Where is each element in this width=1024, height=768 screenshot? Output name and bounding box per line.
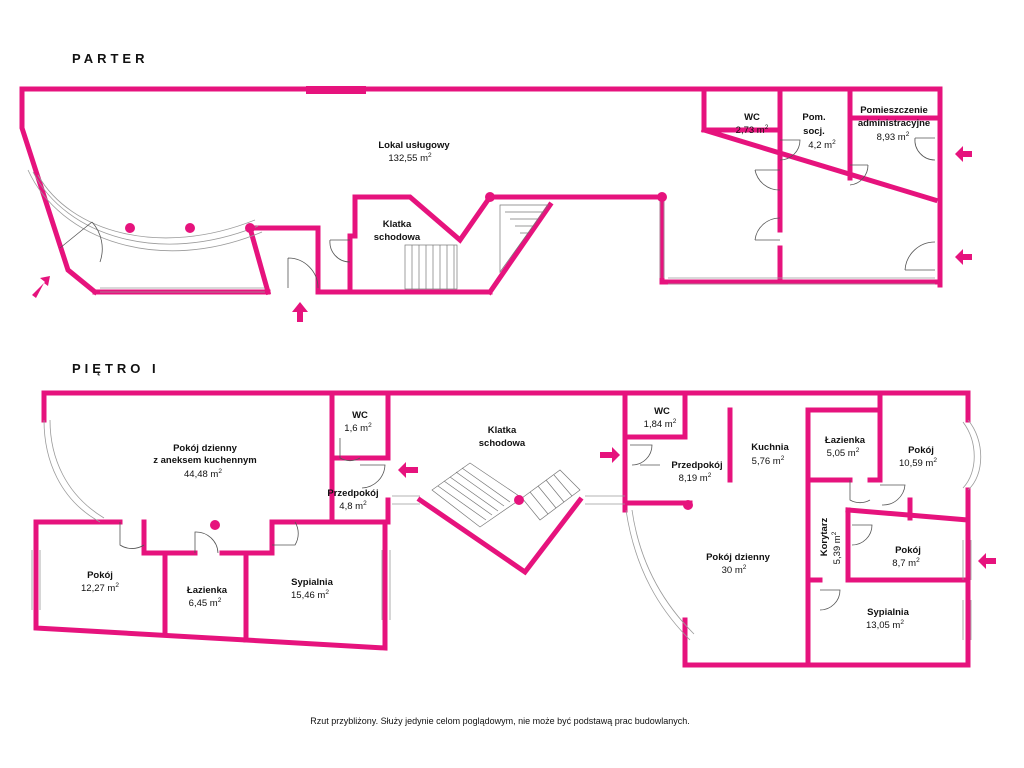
room-name: Sypialnia <box>291 577 333 588</box>
room-name: Łazienka <box>187 585 228 596</box>
room-name: administracyjne <box>858 118 930 129</box>
disclaimer-note: Rzut przybliżony. Służy jedynie celom po… <box>310 716 690 726</box>
room-name: WC <box>654 406 670 417</box>
column-dot <box>485 192 495 202</box>
column-dot <box>245 223 255 233</box>
floor-title-first: PIĘTRO I <box>72 361 160 376</box>
room-name: z aneksem kuchennym <box>153 455 257 466</box>
room-area: 2,73 m2 <box>736 124 769 136</box>
room-area: 10,59 m2 <box>899 457 937 469</box>
ground-floor-walls <box>19 86 943 296</box>
room-name: Lokal usługowy <box>378 140 450 151</box>
first-doors <box>119 438 906 611</box>
room-area: 13,05 m2 <box>866 619 904 631</box>
room-area: 132,55 m2 <box>388 152 432 164</box>
room-name: Korytarz <box>819 517 830 556</box>
ground-windows <box>27 169 935 293</box>
room-area: 4,2 m2 <box>808 139 836 151</box>
room-area: 5,05 m2 <box>827 447 860 459</box>
room-name: schodowa <box>479 438 526 449</box>
room-name: Przedpokój <box>671 460 722 471</box>
room-name: Łazienka <box>825 435 866 446</box>
ground-stairs <box>404 204 549 290</box>
room-name: Przedpokój <box>327 488 378 499</box>
column-dot <box>185 223 195 233</box>
column-dot <box>514 495 524 505</box>
room-name: Klatka <box>383 219 412 230</box>
room-name: Pom. <box>802 112 825 123</box>
room-area: 1,84 m2 <box>644 418 677 430</box>
floor-title-ground: PARTER <box>72 51 148 66</box>
entrance-arrow-icon <box>398 462 418 478</box>
entrance-arrow-icon <box>600 447 620 463</box>
room-area: 8,7 m2 <box>892 557 920 569</box>
entrance-arrow-icon <box>955 146 972 162</box>
column-dot <box>210 520 220 530</box>
entrance-arrow-icon <box>978 553 996 569</box>
room-area: 1,6 m2 <box>344 422 372 434</box>
first-floor-walls <box>33 390 971 668</box>
room-name: Pokój <box>87 570 113 581</box>
ground-doors <box>59 137 936 289</box>
entrance-arrow-icon <box>292 302 308 322</box>
room-name: Klatka <box>488 425 517 436</box>
room-area: 8,19 m2 <box>679 472 712 484</box>
room-name: Pokój <box>895 545 921 556</box>
first-windows <box>31 419 982 641</box>
room-name: Sypialnia <box>867 607 909 618</box>
room-name: socj. <box>803 126 825 137</box>
room-name: Pokój <box>908 445 934 456</box>
room-area: 30 m2 <box>722 564 747 576</box>
first-stairs <box>431 462 581 528</box>
column-dot <box>125 223 135 233</box>
room-name: WC <box>352 410 368 421</box>
room-area: 12,27 m2 <box>81 582 119 594</box>
entrance-arrow-icon <box>955 249 972 265</box>
room-area: 44,48 m2 <box>184 468 222 480</box>
entrance-arrow-icon <box>32 276 50 298</box>
room-name: Pokój dzienny <box>706 552 771 563</box>
room-name: Pomieszczenie <box>860 105 928 116</box>
room-area: 5,76 m2 <box>752 455 785 467</box>
room-area: 15,46 m2 <box>291 589 329 601</box>
column-dot <box>657 192 667 202</box>
column-dot <box>683 500 693 510</box>
room-name: Pokój dzienny <box>173 443 238 454</box>
room-name: WC <box>744 112 760 123</box>
room-area: 6,45 m2 <box>189 597 222 609</box>
room-name: Kuchnia <box>751 442 789 453</box>
room-name: schodowa <box>374 232 421 243</box>
room-area: 8,93 m2 <box>877 131 910 143</box>
room-area: 4,8 m2 <box>339 500 367 512</box>
room-area: 5,39 m2 <box>831 531 843 564</box>
